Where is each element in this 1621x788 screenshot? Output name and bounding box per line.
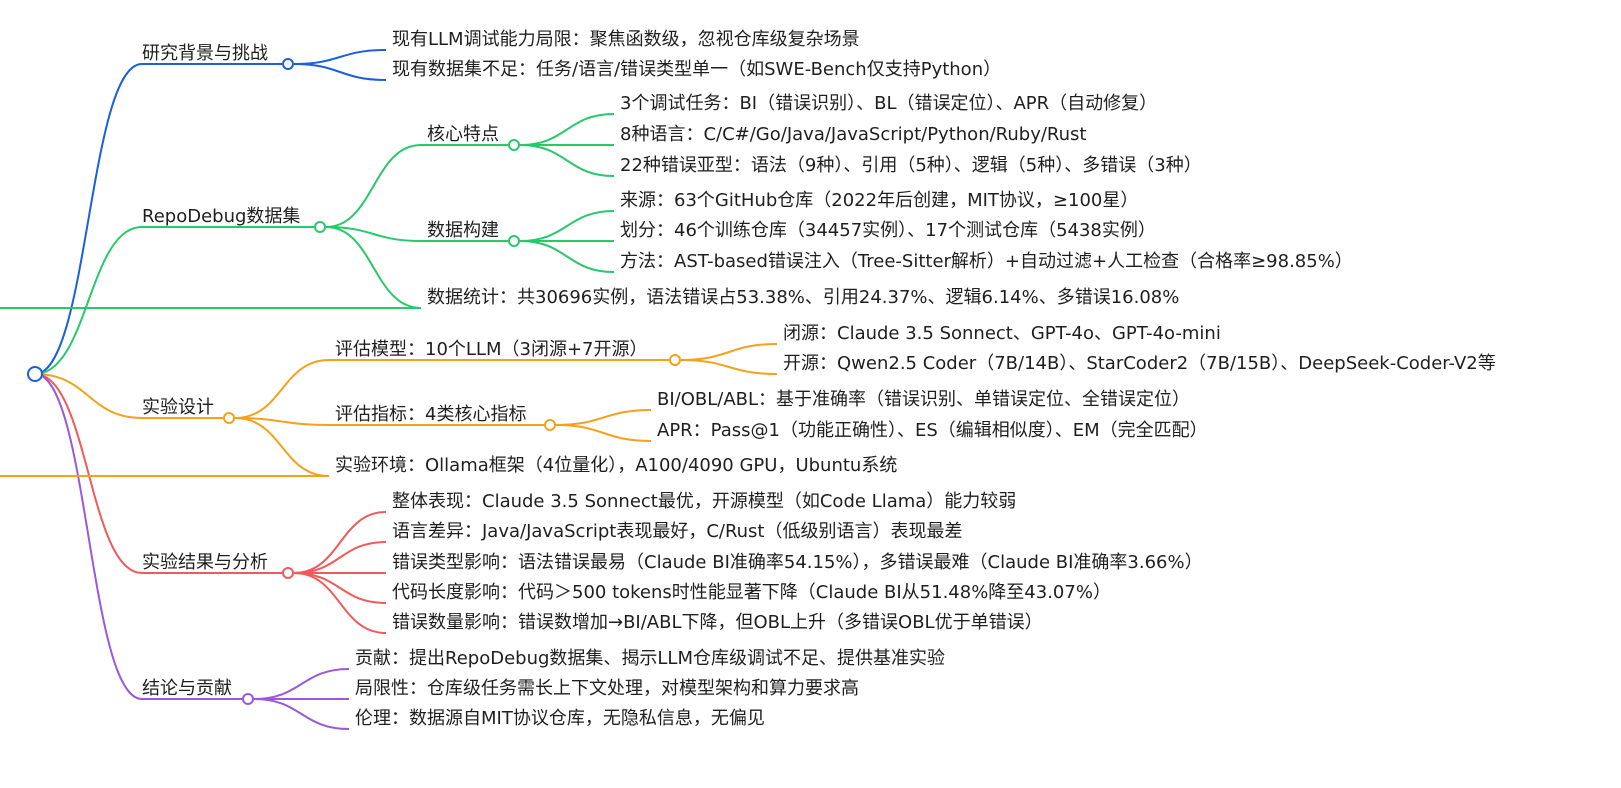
b2c1-connector	[234, 417, 330, 426]
b1-root-connector	[34, 226, 143, 375]
b1c1c2-connector	[519, 240, 615, 273]
b2c0-connector	[234, 359, 330, 419]
leaf-error-subtypes[interactable]: 22种错误亚型：语法（9种）、引用（5种）、逻辑（5种）、多错误（3种）	[620, 155, 1202, 176]
eval-metrics-node-icon[interactable]	[544, 419, 556, 431]
core-features-node-icon[interactable]	[508, 139, 520, 151]
node-eval-metrics[interactable]: 评估指标：4类核心指标	[335, 404, 527, 425]
b1c0c2-connector	[519, 144, 615, 177]
data-construction-node-icon[interactable]	[508, 235, 520, 247]
b2c1c0-connector	[555, 409, 652, 426]
b2c0c1-connector	[680, 359, 778, 375]
b1c1-connector	[325, 226, 422, 242]
branch-research-background-node-icon[interactable]	[282, 58, 294, 70]
b3c1-connector	[293, 541, 387, 574]
b3-root-connector	[34, 373, 143, 574]
leaf-construction-method[interactable]: 方法：AST-based错误注入（Tree-Sitter解析）+自动过滤+人工检…	[620, 251, 1353, 272]
eval-models-node-icon[interactable]	[669, 354, 681, 366]
branch-research-background[interactable]: 研究背景与挑战	[142, 43, 268, 64]
b3c4-connector	[293, 572, 387, 634]
leaf-data-source[interactable]: 来源：63个GitHub仓库（2022年后创建，MIT协议，≥100星）	[620, 190, 1139, 211]
b4c2-connector	[253, 698, 350, 730]
root-node-icon[interactable]	[27, 366, 43, 382]
leaf-open-source-models[interactable]: 开源：Qwen2.5 Coder（7B/14B）、StarCoder2（7B/1…	[783, 353, 1496, 374]
leaf-dataset-insufficiency[interactable]: 现有数据集不足：任务/语言/错误类型单一（如SWE-Bench仅支持Python…	[392, 59, 1002, 80]
leaf-error-count-impact[interactable]: 错误数量影响：错误数增加→BI/ABL下降，但OBL上升（多错误OBL优于单错误…	[392, 612, 1043, 633]
b1c2-connector	[325, 226, 422, 309]
leaf-closed-source-models[interactable]: 闭源：Claude 3.5 Sonnect、GPT-4o、GPT-4o-mini	[783, 323, 1221, 344]
b2-root-connector	[34, 373, 143, 419]
branch-repodebug-dataset-node-icon[interactable]	[314, 221, 326, 233]
b2c2-connector	[234, 417, 330, 477]
b3c0-connector	[293, 511, 387, 574]
branch-conclusion-contribution-node-icon[interactable]	[242, 693, 254, 705]
branch-conclusion-contribution[interactable]: 结论与贡献	[142, 678, 232, 699]
leaf-overall-performance[interactable]: 整体表现：Claude 3.5 Sonnect最优，开源模型（如Code Lla…	[392, 491, 1017, 512]
node-core-features[interactable]: 核心特点	[427, 124, 499, 145]
branch-results-analysis-node-icon[interactable]	[282, 567, 294, 579]
b4c0-connector	[253, 668, 350, 700]
branch-experiment-design-node-icon[interactable]	[223, 412, 235, 424]
b4-root-connector	[34, 373, 143, 700]
leaf-llm-debug-limitation[interactable]: 现有LLM调试能力局限：聚焦函数级，忽视仓库级复杂场景	[392, 29, 860, 50]
b2c1c1-connector	[555, 424, 652, 442]
leaf-data-split[interactable]: 划分：46个训练仓库（34457实例）、17个测试仓库（5438实例）	[620, 220, 1156, 241]
b1c1c0-connector	[519, 210, 615, 242]
branch-results-analysis[interactable]: 实验结果与分析	[142, 552, 268, 573]
node-data-construction[interactable]: 数据构建	[427, 220, 499, 241]
node-eval-models[interactable]: 评估模型：10个LLM（3闭源+7开源）	[335, 339, 648, 360]
leaf-error-type-impact[interactable]: 错误类型影响：语法错误最易（Claude BI准确率54.15%），多错误最难（…	[392, 552, 1203, 573]
leaf-accuracy-metrics[interactable]: BI/OBL/ABL：基于准确率（错误识别、单错误定位、全错误定位）	[657, 389, 1191, 410]
leaf-contribution[interactable]: 贡献：提出RepoDebug数据集、揭示LLM仓库级调试不足、提供基准实验	[355, 648, 945, 669]
leaf-experiment-env[interactable]: 实验环境：Ollama框架（4位量化），A100/4090 GPU，Ubuntu…	[335, 455, 898, 476]
leaf-code-length-impact[interactable]: 代码长度影响：代码＞500 tokens时性能显著下降（Claude BI从51…	[392, 582, 1111, 603]
branch-experiment-design[interactable]: 实验设计	[142, 397, 214, 418]
b0c1-connector	[293, 63, 387, 81]
leaf-language-difference[interactable]: 语言差异：Java/JavaScript表现最好，C/Rust（低级别语言）表现…	[392, 521, 963, 542]
b1c0c0-connector	[519, 113, 615, 146]
b1c0-connector	[325, 144, 422, 228]
branch-repodebug-dataset[interactable]: RepoDebug数据集	[142, 206, 301, 227]
leaf-data-statistics[interactable]: 数据统计：共30696实例，语法错误占53.38%、引用24.37%、逻辑6.1…	[427, 287, 1180, 308]
leaf-languages[interactable]: 8种语言：C/C#/Go/Java/JavaScript/Python/Ruby…	[620, 124, 1087, 145]
b3c3-connector	[293, 572, 387, 604]
leaf-ethics[interactable]: 伦理：数据源自MIT协议仓库，无隐私信息，无偏见	[355, 708, 765, 729]
b0-root-connector	[34, 63, 143, 375]
leaf-apr-metrics[interactable]: APR：Pass@1（功能正确性）、ES（编辑相似度）、EM（完全匹配）	[657, 420, 1208, 441]
leaf-debug-tasks[interactable]: 3个调试任务：BI（错误识别）、BL（错误定位）、APR（自动修复）	[620, 93, 1158, 114]
b0c0-connector	[293, 49, 387, 65]
b2c0c0-connector	[680, 343, 778, 361]
leaf-limitation[interactable]: 局限性：仓库级任务需长上下文处理，对模型架构和算力要求高	[355, 678, 859, 699]
